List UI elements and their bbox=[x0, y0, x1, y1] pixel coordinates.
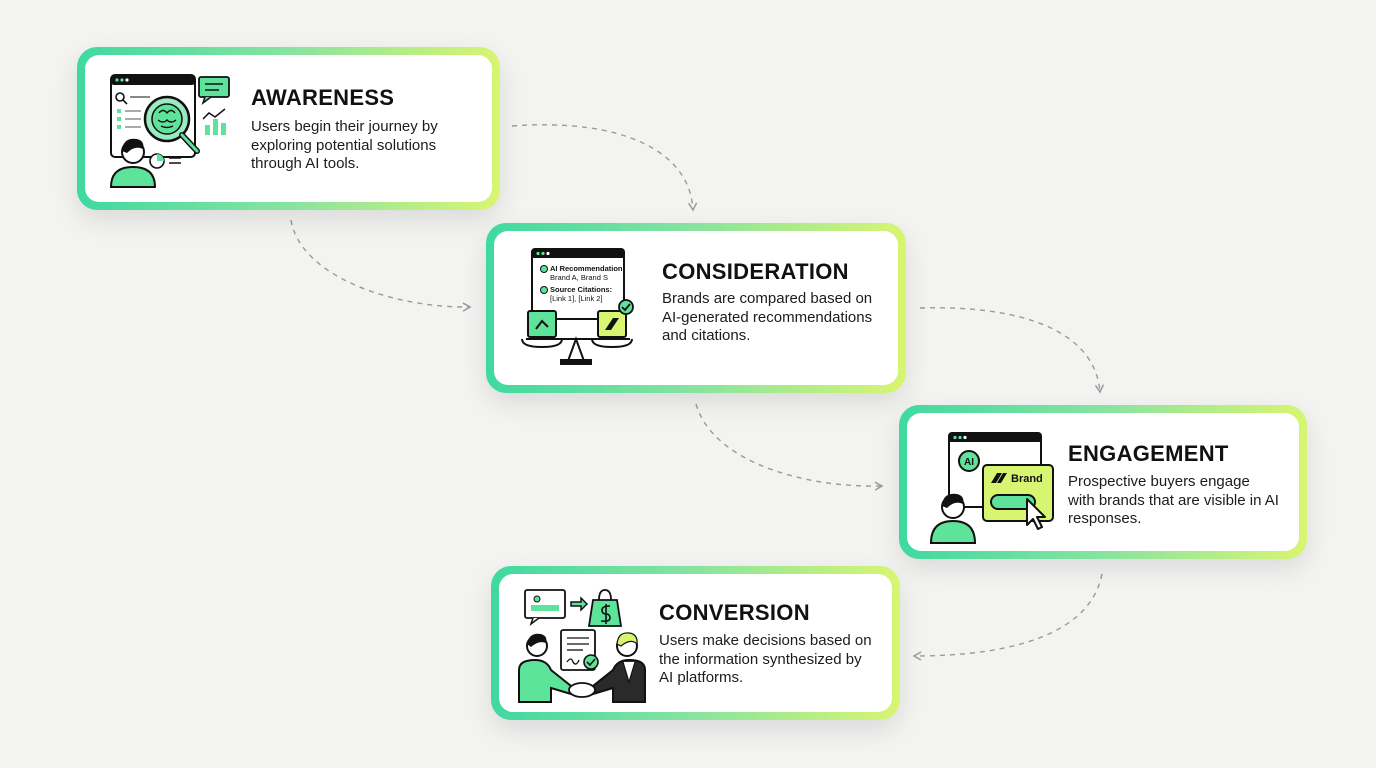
consideration-links-line: [Link 1], [Link 2] bbox=[550, 294, 603, 303]
consideration-recommendation-line: AI Recommendation: bbox=[550, 264, 625, 273]
balance-scale-comparison-illustration-icon: AI Recommendation: Brand A, Brand S Sour… bbox=[521, 248, 634, 365]
stage-title: CONVERSION bbox=[659, 600, 810, 625]
stage-description: Brands are compared based on AI-generate… bbox=[662, 290, 873, 344]
consideration-brands-line: Brand A, Brand S bbox=[550, 273, 608, 282]
stage-card-awareness: AWARENESS Users begin their journey by e… bbox=[77, 47, 500, 210]
arrow-awareness-side bbox=[290, 219, 472, 312]
stage-title: ENGAGEMENT bbox=[1068, 441, 1229, 466]
arrow-consideration-side bbox=[695, 403, 884, 491]
stage-description: Users make decisions based on the inform… bbox=[659, 632, 872, 686]
brand-label: Brand bbox=[1011, 473, 1043, 485]
stage-title: AWARENESS bbox=[251, 85, 395, 110]
handshake-deal-illustration-icon bbox=[518, 589, 646, 703]
stage-card-consideration: AI Recommendation: Brand A, Brand S Sour… bbox=[486, 223, 906, 393]
ai-badge-label: AI bbox=[964, 457, 974, 468]
stage-card-engagement: AI Brand ENGAGEMENT Prospective buyers e… bbox=[899, 405, 1307, 559]
stage-card-conversion: CONVERSION Users make decisions based on… bbox=[491, 566, 900, 720]
brain-search-illustration-icon bbox=[109, 74, 230, 188]
stage-description: Users begin their journey by exploring p… bbox=[251, 118, 438, 172]
stage-title: CONSIDERATION bbox=[662, 259, 849, 284]
arrow-engagement-to-conversion bbox=[912, 573, 1103, 661]
stage-description: Prospective buyers engage with brands th… bbox=[1068, 473, 1279, 527]
arrow-consideration-to-engagement bbox=[919, 307, 1105, 394]
brand-click-illustration-icon: AI Brand bbox=[929, 432, 1054, 544]
consideration-citations-line: Source Citations: bbox=[550, 285, 612, 294]
arrow-awareness-to-consideration bbox=[511, 124, 698, 212]
